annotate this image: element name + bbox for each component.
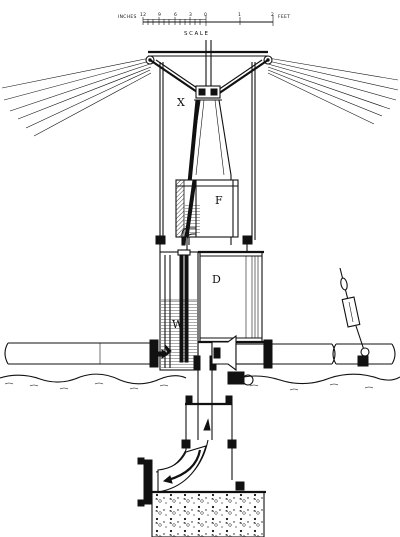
turnbuckle (339, 267, 370, 367)
scale-tick-0: 0 (204, 12, 207, 18)
scale-right-unit: FEET (278, 14, 290, 20)
guy-wires-left (1, 57, 152, 137)
label-w: W (172, 318, 184, 331)
scale-left-unit: INCHES (118, 14, 137, 20)
top-truss (145, 40, 273, 240)
tank-w (159, 227, 199, 371)
scale-bar: INCHES 12 9 6 3 0 1 2 FEET SCALE (118, 12, 290, 37)
scale-tick-12: 12 (140, 12, 146, 18)
label-f: F (215, 194, 223, 207)
left-pipe (4, 339, 172, 368)
scale-caption: SCALE (184, 31, 210, 37)
scale-tick-9: 9 (158, 12, 161, 18)
bend-pipe (137, 404, 245, 507)
concrete-base (150, 490, 266, 537)
scale-tick-6: 6 (174, 12, 177, 18)
scale-tick-2: 2 (271, 12, 274, 18)
label-x: X (177, 96, 185, 109)
guy-wires-right (267, 57, 399, 125)
right-pipe (211, 334, 396, 386)
ground-line (0, 373, 400, 391)
scale-tick-1: 1 (238, 12, 241, 18)
label-d: D (212, 273, 221, 286)
cylinder-d (198, 250, 264, 344)
vessel-f (155, 179, 253, 252)
scale-tick-3: 3 (189, 12, 192, 18)
